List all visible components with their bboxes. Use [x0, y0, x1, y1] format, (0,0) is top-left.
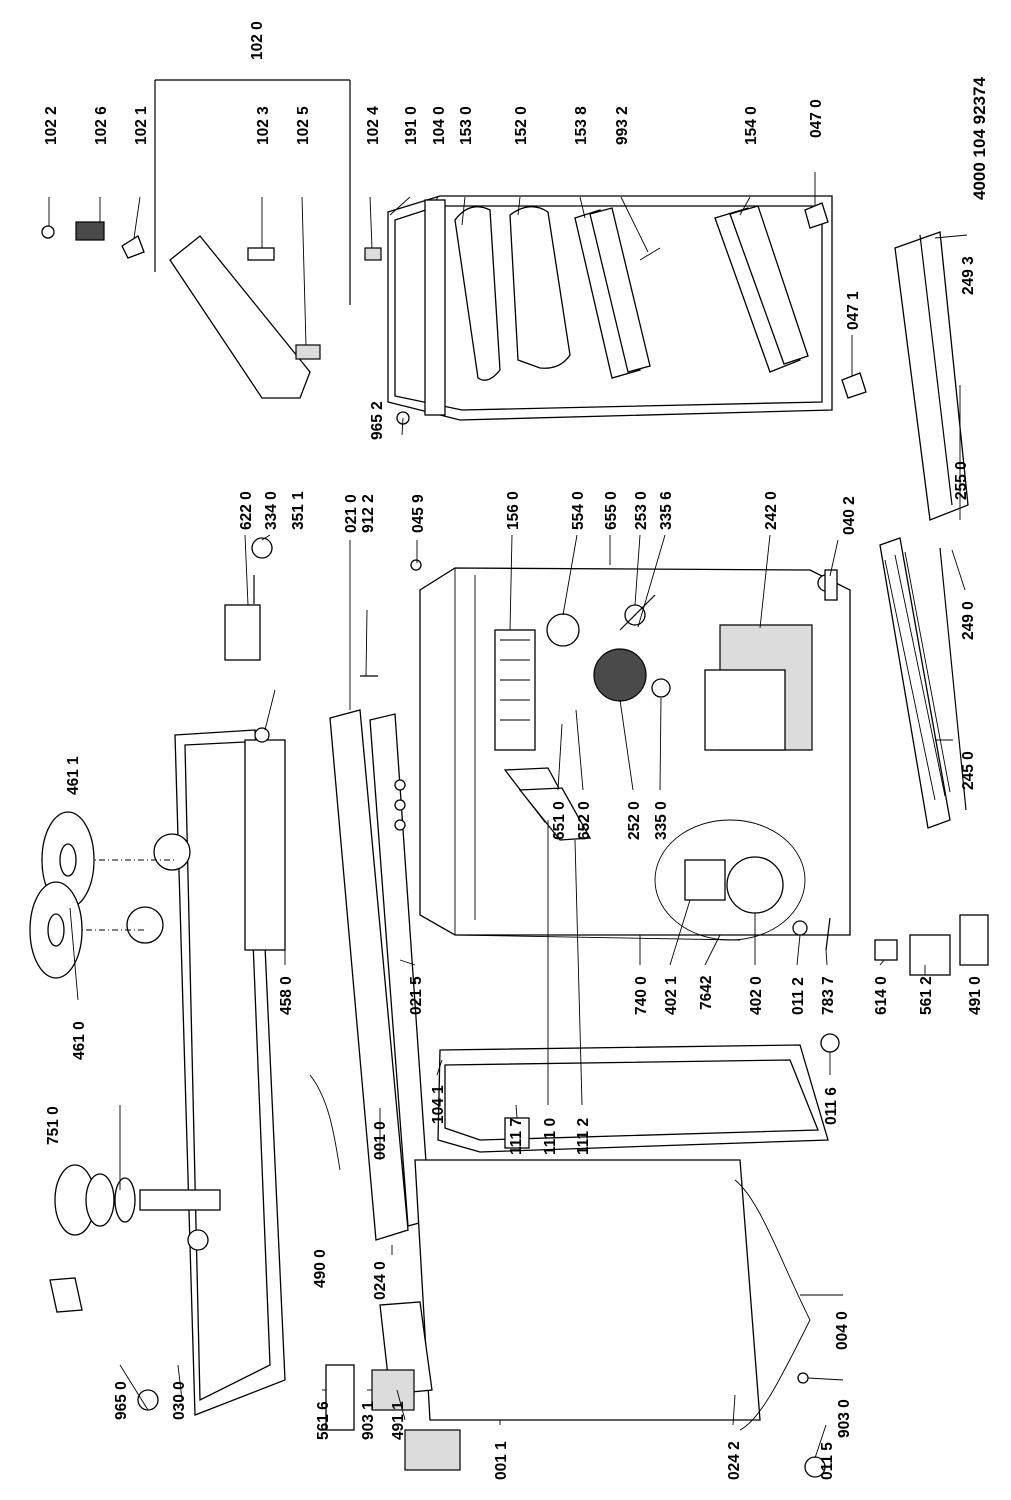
label-351-1: 351 1 — [290, 491, 307, 530]
label-561-6: 561 6 — [315, 1401, 332, 1440]
label-253-0: 253 0 — [633, 491, 650, 530]
label-490-0: 490 0 — [312, 1249, 329, 1288]
label-111-0: 111 0 — [542, 1118, 559, 1155]
label-152-0: 152 0 — [513, 106, 530, 145]
label-252-0: 252 0 — [626, 801, 643, 840]
label-102-3: 102 3 — [255, 106, 272, 145]
label-651-0: 651 0 — [551, 801, 568, 840]
label-102-0: 102 0 — [249, 21, 266, 60]
label-334-0: 334 0 — [263, 491, 280, 530]
label-153-8: 153 8 — [573, 106, 590, 145]
label-030-0: 030 0 — [171, 1381, 188, 1420]
label-491-0: 491 0 — [967, 976, 984, 1015]
label-011-5: 011 5 — [819, 1442, 836, 1480]
leader-lines — [48, 172, 968, 1459]
small-parts — [49, 202, 989, 1478]
label-912-2: 912 2 — [360, 494, 377, 533]
label-102-2: 102 2 — [43, 106, 60, 145]
label-102-4: 102 4 — [365, 106, 382, 145]
label-965-0: 965 0 — [113, 1381, 130, 1420]
label-242-0: 242 0 — [763, 491, 780, 530]
label-255-0: 255 0 — [953, 461, 970, 500]
label-614-0: 614 0 — [873, 976, 890, 1015]
label-104-1: 104 1 — [430, 1085, 447, 1124]
label-655-0: 655 0 — [603, 491, 620, 530]
label-102-5: 102 5 — [295, 106, 312, 145]
label-047-1: 047 1 — [845, 291, 862, 330]
label-047-0: 047 0 — [808, 99, 825, 138]
label-458-0: 458 0 — [278, 976, 295, 1015]
label-024-2: 024 2 — [726, 1441, 743, 1480]
label-021-0: 021 0 — [343, 494, 360, 533]
label-102-6: 102 6 — [93, 106, 110, 145]
lower-door-assembly — [379, 767, 829, 1471]
label-652-0: 652 0 — [576, 801, 593, 840]
label-783-7: 783 7 — [820, 976, 837, 1015]
label-102-1: 102 1 — [133, 106, 150, 145]
label-491-1: 491 1 — [390, 1401, 407, 1440]
cabinet-body — [419, 567, 851, 941]
label-7642: 7642 — [698, 976, 715, 1010]
label-111-7: 111 7 — [508, 1118, 525, 1155]
label-740-0: 740 0 — [633, 976, 650, 1015]
label-156-0: 156 0 — [505, 491, 522, 530]
label-402-0: 402 0 — [748, 976, 765, 1015]
document-number: 4000 104 92374 — [970, 77, 989, 200]
label-040-2: 040 2 — [841, 496, 858, 535]
top-panel — [60, 729, 286, 1416]
label-245-0: 245 0 — [960, 751, 977, 790]
label-335-0: 335 0 — [653, 801, 670, 840]
label-751-0: 751 0 — [45, 1106, 62, 1145]
label-561-2: 561 2 — [918, 976, 935, 1015]
label-001-0: 001 0 — [372, 1121, 389, 1160]
label-249-0: 249 0 — [960, 601, 977, 640]
label-111-2: 111 2 — [575, 1118, 592, 1155]
label-004-0: 004 0 — [834, 1311, 851, 1350]
shelf-parts — [879, 231, 969, 829]
label-024-0: 024 0 — [372, 1261, 389, 1300]
label-965-2: 965 2 — [369, 401, 386, 440]
top-strip-parts — [41, 79, 382, 399]
label-153-0: 153 0 — [458, 106, 475, 145]
label-461-0: 461 0 — [71, 1021, 88, 1060]
label-011-2: 011 2 — [790, 977, 807, 1015]
label-402-1: 402 1 — [663, 976, 680, 1015]
label-461-1: 461 1 — [65, 756, 82, 795]
thermostat-parts — [224, 537, 273, 743]
label-154-0: 154 0 — [743, 106, 760, 145]
label-903-0: 903 0 — [836, 1399, 853, 1438]
hinge-strip — [329, 709, 431, 1241]
label-011-6: 011 6 — [823, 1087, 840, 1125]
label-001-1: 001 1 — [493, 1441, 510, 1480]
upper-door-assembly — [387, 195, 833, 421]
label-554-0: 554 0 — [570, 491, 587, 530]
part-labels: 102 0 102 2 102 6 102 1 102 3 102 5 102 … — [43, 21, 989, 1480]
label-249-3: 249 3 — [960, 256, 977, 295]
label-191-0: 191 0 — [403, 106, 420, 145]
label-335-6: 335 6 — [658, 491, 675, 530]
label-903-1: 903 1 — [360, 1401, 377, 1440]
label-045-9: 045 9 — [410, 494, 427, 533]
label-622-0: 622 0 — [238, 491, 255, 530]
wheels — [29, 811, 95, 979]
label-993-2: 993 2 — [614, 106, 631, 145]
label-021-5: 021 5 — [408, 976, 425, 1015]
label-104-0: 104 0 — [431, 106, 448, 145]
